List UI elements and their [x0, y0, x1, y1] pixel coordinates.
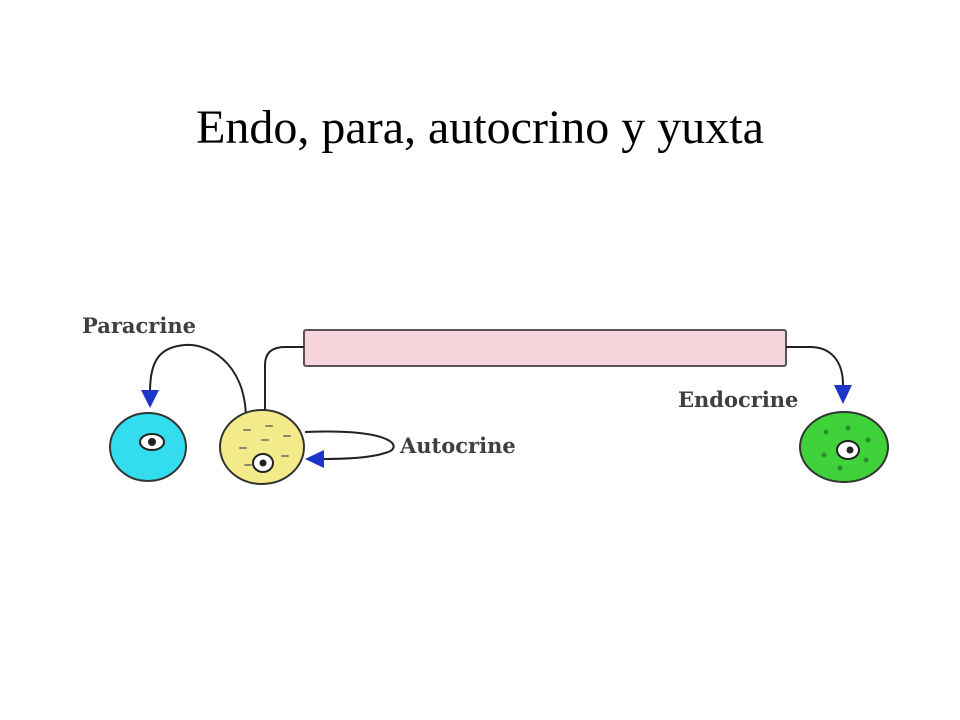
blood-vessel: [303, 329, 787, 367]
secreting-cell: [219, 409, 305, 485]
slide-title: Endo, para, autocrino y yuxta: [196, 101, 764, 154]
endocrine-arrow: [786, 346, 844, 386]
autocrine-label: Autocrine: [399, 433, 516, 458]
endocrine-arrowhead: [834, 385, 852, 404]
paracrine-target-cell: [109, 412, 187, 482]
autocrine-arrowhead: [305, 450, 324, 468]
endocrine-label: Endocrine: [678, 387, 798, 412]
paracrine-label: Paracrine: [82, 313, 196, 338]
autocrine-arrow: [304, 430, 395, 460]
paracrine-arrowhead: [141, 390, 159, 408]
secretion-path: [264, 346, 304, 420]
paracrine-arrow: [149, 343, 247, 421]
endocrine-target-cell: [799, 411, 889, 483]
